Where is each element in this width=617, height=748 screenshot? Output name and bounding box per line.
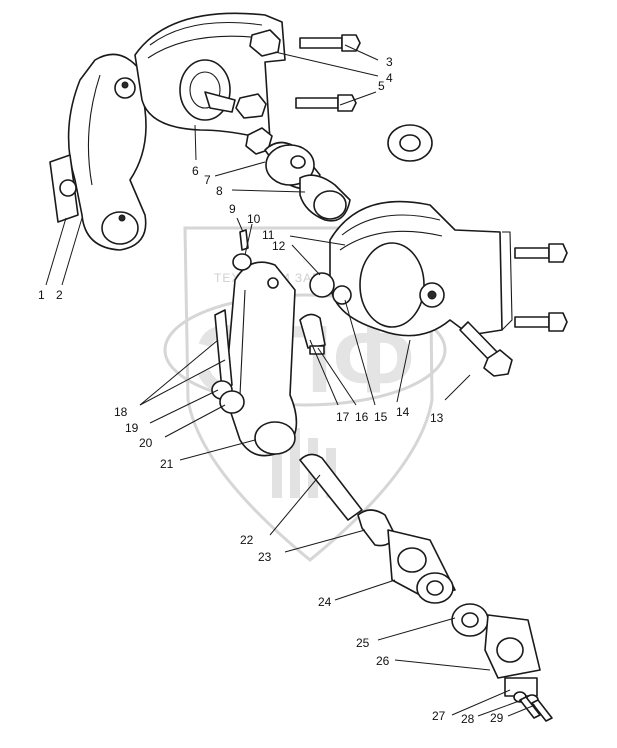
callout-4: 4 bbox=[386, 71, 393, 85]
callout-17: 17 bbox=[336, 410, 350, 424]
callout-13: 13 bbox=[430, 411, 444, 425]
callout-15: 15 bbox=[374, 410, 388, 424]
callout-22: 22 bbox=[240, 533, 254, 547]
callout-10: 10 bbox=[247, 212, 261, 226]
lower-pin-assembly bbox=[299, 453, 553, 722]
main-bracket-assembly bbox=[329, 200, 568, 377]
callout-26: 26 bbox=[376, 654, 390, 668]
callout-20: 20 bbox=[139, 436, 153, 450]
callout-14: 14 bbox=[396, 405, 410, 419]
callout-5: 5 bbox=[378, 79, 385, 93]
upper-bracket-assembly bbox=[49, 12, 286, 251]
callout-18: 18 bbox=[114, 405, 128, 419]
callout-labels: 1 2 3 4 5 6 7 8 9 10 11 12 13 14 15 16 1… bbox=[38, 55, 504, 726]
callout-1: 1 bbox=[38, 288, 45, 302]
callout-8: 8 bbox=[216, 184, 223, 198]
callout-21: 21 bbox=[160, 457, 174, 471]
callout-9: 9 bbox=[229, 202, 236, 216]
callout-25: 25 bbox=[356, 636, 370, 650]
callout-19: 19 bbox=[125, 421, 139, 435]
callout-28: 28 bbox=[461, 712, 475, 726]
callout-27: 27 bbox=[432, 709, 446, 723]
upper-bolts bbox=[249, 29, 433, 162]
callout-24: 24 bbox=[318, 595, 332, 609]
callout-29: 29 bbox=[490, 711, 504, 725]
callout-23: 23 bbox=[258, 550, 272, 564]
callout-7: 7 bbox=[204, 173, 211, 187]
callout-16: 16 bbox=[355, 410, 369, 424]
callout-6: 6 bbox=[192, 164, 199, 178]
callout-3: 3 bbox=[386, 55, 393, 69]
link-plate-assembly bbox=[211, 229, 352, 457]
callout-12: 12 bbox=[272, 239, 286, 253]
callout-11: 11 bbox=[262, 228, 275, 242]
callout-2: 2 bbox=[56, 288, 63, 302]
middle-bushings bbox=[245, 127, 351, 222]
leader-lines bbox=[45, 44, 536, 717]
